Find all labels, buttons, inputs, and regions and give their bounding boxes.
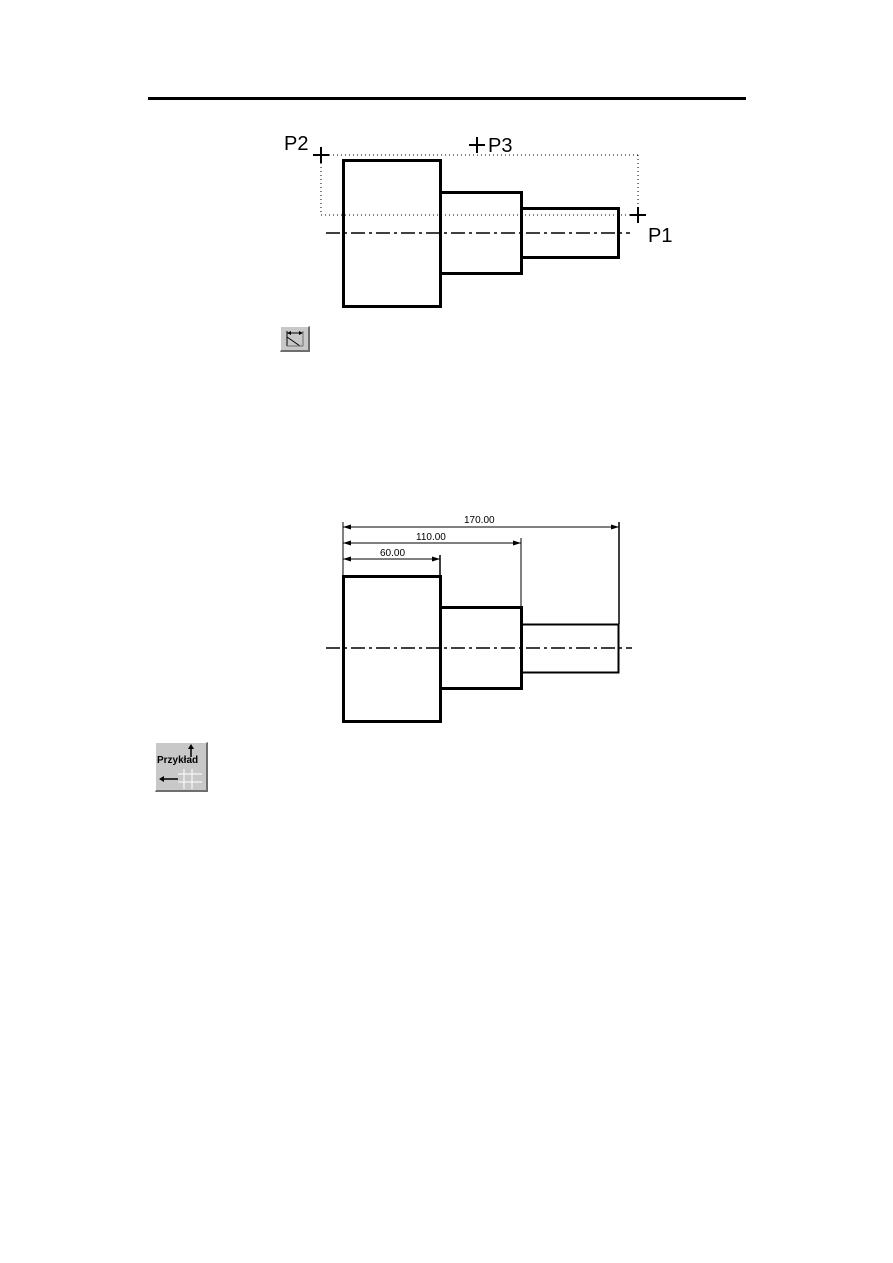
pick-marker-p1 xyxy=(630,207,646,223)
pick-marker-p3 xyxy=(469,137,485,153)
dimension-line-first xyxy=(343,556,440,562)
dimension-tool-icon xyxy=(286,331,304,347)
shaft-step-large xyxy=(342,575,442,723)
dimension-label-overall: 170.00 xyxy=(464,515,495,526)
example-button[interactable]: Przykład xyxy=(155,742,208,792)
shaft-drawing-pick-points: P2 P3 P1 xyxy=(284,133,672,308)
point-label-p3: P3 xyxy=(488,135,512,157)
point-label-p1: P1 xyxy=(648,225,672,247)
dimension-line-overall xyxy=(343,524,619,530)
shaft-drawing-dimensioned: 170.00 110.00 60.00 xyxy=(326,515,632,723)
example-button-label: Przykład xyxy=(157,755,199,766)
dimension-label-middle: 110.00 xyxy=(416,532,446,543)
dimension-line-middle xyxy=(343,540,521,546)
page-header-rule xyxy=(148,97,746,100)
dimension-tool-button[interactable] xyxy=(280,326,310,352)
coordinate-axes-icon xyxy=(159,744,202,789)
point-label-p2: P2 xyxy=(284,133,308,155)
dimension-label-first: 60.00 xyxy=(380,548,405,559)
pick-marker-p2 xyxy=(313,147,329,163)
